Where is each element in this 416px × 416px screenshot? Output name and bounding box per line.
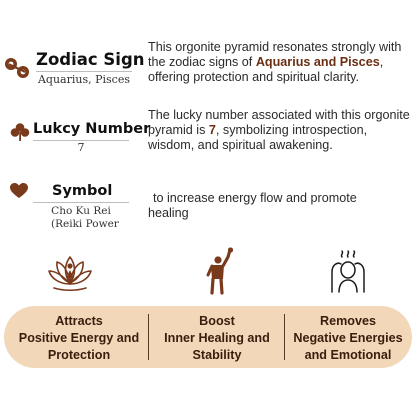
clover-icon	[10, 123, 30, 141]
symbol-subtitle-line1: Cho Ku Rei	[51, 205, 111, 217]
symbol-rule	[33, 202, 129, 203]
benefit-inner-healing: Boost Inner Healing and Stability	[164, 314, 270, 362]
lucky-description: The lucky number associated with this or…	[148, 108, 410, 152]
zodiac-description: This orgonite pyramid resonates strongly…	[148, 40, 402, 84]
stress-relief-head-icon	[331, 250, 365, 293]
symbol-description: to increase energy flow and promote heal…	[148, 191, 357, 220]
heart-icon	[10, 183, 28, 198]
benefit-positive-energy: Attracts Positive Energy and Protection	[18, 314, 140, 362]
zodiac-highlight: Aquarius and Pisces	[255, 55, 380, 69]
raised-fist-person-icon	[206, 247, 234, 295]
lucky-highlight: 7	[208, 123, 216, 137]
zodiac-subtitle: Aquarius, Pisces	[37, 73, 130, 86]
zodiac-rule	[36, 71, 132, 72]
lucky-title: Lukcy Number	[33, 121, 151, 137]
benefits-banner	[4, 306, 412, 368]
symbol-subtitle-line2: (Reiki Power	[51, 218, 119, 230]
benefit-removes-negative: Removes Negative Energies and Emotional	[293, 314, 403, 362]
zodiac-title: Zodiac Sign	[36, 50, 145, 69]
benefit-divider-2	[284, 314, 285, 360]
lucky-rule	[33, 140, 129, 141]
symbol-title: Symbol	[52, 183, 113, 199]
benefit-divider-1	[148, 314, 149, 360]
lucky-subtitle: 7	[77, 141, 85, 154]
pisces-icon	[5, 58, 29, 78]
lotus-meditation-icon	[48, 256, 92, 292]
